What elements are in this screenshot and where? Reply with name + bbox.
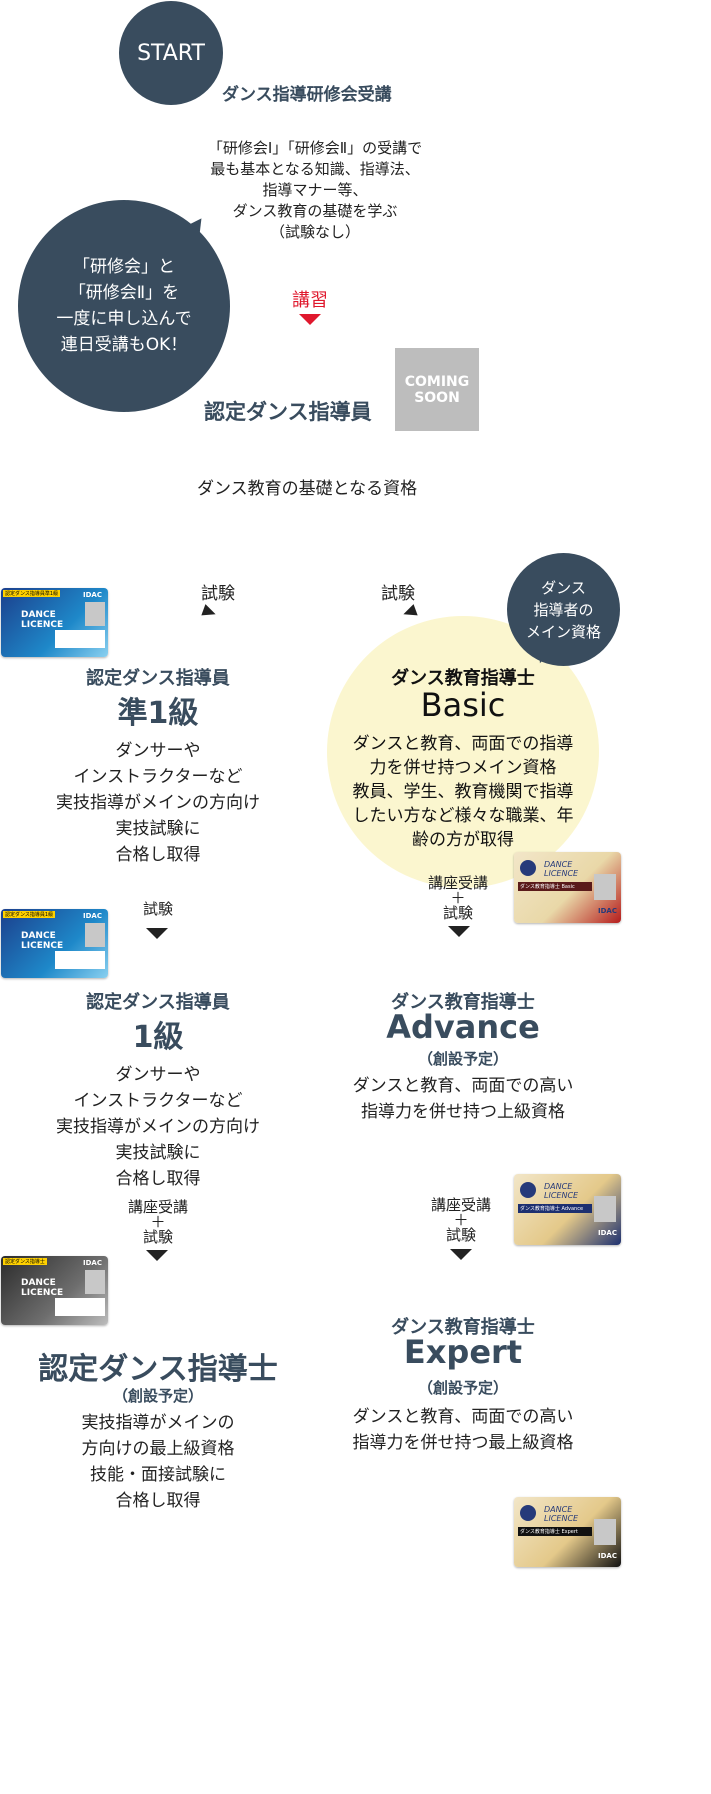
right-step2-arrow-icon xyxy=(450,1249,472,1260)
card-logo: IDAC xyxy=(598,1552,617,1560)
exam-arrow-left-icon xyxy=(201,604,218,620)
card-photo xyxy=(594,1519,616,1545)
card-head: 認定ダンス指導員1級 xyxy=(3,911,56,918)
certified-master-title: 認定ダンス指導士 xyxy=(38,1352,278,1387)
left-step2-label: 講座受講 ＋ 試験 xyxy=(127,1198,188,1246)
right-step1-arrow-icon xyxy=(448,926,470,937)
semi-level1-desc: ダンサーや インストラクターなど 実技指導がメインの方向け 実技試験に 合格し取… xyxy=(56,741,260,865)
card-logo: IDAC xyxy=(83,591,102,599)
expert-note: （創設予定） xyxy=(417,1379,508,1397)
semi-level1-grade: 準1級 xyxy=(117,696,199,731)
level1-desc: ダンサーや インストラクターなど 実技指導がメインの方向け 実技試験に 合格し取… xyxy=(56,1065,260,1189)
card-emblem xyxy=(520,1182,536,1198)
licence-card-certified-master: 認定ダンス指導士 IDAC DANCE LICENCE xyxy=(1,1256,108,1325)
advance-note: （創設予定） xyxy=(417,1050,508,1068)
card-info xyxy=(55,1298,105,1316)
left-step2-arrow-icon xyxy=(146,1250,168,1261)
card-licence: LICENCE xyxy=(21,941,64,951)
right-step2-label: 講座受講 ＋ 試験 xyxy=(430,1196,491,1244)
left-step1-arrow-icon xyxy=(146,928,168,939)
licence-card-advance: DANCE LICENCE ダンス教育指導士 Advance IDAC xyxy=(514,1174,621,1245)
basic-grade: Basic xyxy=(420,686,506,724)
card-band: ダンス教育指導士 Advance xyxy=(518,1204,592,1213)
level1-grade: 1級 xyxy=(132,1020,184,1055)
card-dance: DANCE xyxy=(21,610,56,620)
card-photo xyxy=(85,1270,105,1294)
card-photo xyxy=(85,602,105,626)
card-dance: DANCE xyxy=(21,931,56,941)
expert-title: ダンス教育指導士 xyxy=(391,1317,535,1338)
licence-card-expert: DANCE LICENCE ダンス教育指導士 Expert IDAC xyxy=(514,1497,621,1567)
card-licence: LICENCE xyxy=(544,1191,579,1200)
main-qualification-bubble: ダンス 指導者の メイン資格 xyxy=(507,553,620,666)
card-dance: DANCE xyxy=(544,860,573,869)
card-photo xyxy=(594,874,616,900)
card-dance: DANCE xyxy=(21,1278,56,1288)
advance-title: ダンス教育指導士 xyxy=(391,992,535,1013)
level1-title: 認定ダンス指導員 xyxy=(86,992,230,1013)
certified-instructor-title: 認定ダンス指導員 xyxy=(204,400,372,424)
licence-card-level1-semi: 認定ダンス指導員準1級 IDAC DANCE LICENCE xyxy=(1,588,108,657)
start-label: START xyxy=(137,40,205,66)
basic-title: ダンス教育指導士 xyxy=(391,668,535,689)
card-emblem xyxy=(520,1505,536,1521)
seminar-description: 「研修会Ⅰ」「研修会Ⅱ」の受講で 最も基本となる知識、指導法、 指導マナー等、 … xyxy=(207,139,423,241)
card-dance: DANCE xyxy=(544,1182,573,1191)
card-info xyxy=(55,630,105,648)
card-logo: IDAC xyxy=(83,1259,102,1267)
card-licence: LICENCE xyxy=(544,869,579,878)
start-badge: START xyxy=(119,1,223,105)
card-head: 認定ダンス指導士 xyxy=(3,1258,47,1265)
right-step1-label: 講座受講 ＋ 試験 xyxy=(427,874,488,922)
expert-desc: ダンスと教育、両面での高い 指導力を併せ持つ最上級資格 xyxy=(352,1407,574,1453)
card-logo: IDAC xyxy=(598,907,617,915)
consecutive-bubble-text: 「研修会」と 「研修会Ⅱ」を 一度に申し込んで 連日受講もOK！ xyxy=(56,257,192,355)
card-licence: LICENCE xyxy=(21,1288,64,1298)
licence-card-level1: 認定ダンス指導員1級 IDAC DANCE LICENCE xyxy=(1,909,108,978)
semi-level1-title: 認定ダンス指導員 xyxy=(86,668,230,689)
lecture-arrow-icon xyxy=(299,314,321,325)
card-logo: IDAC xyxy=(598,1229,617,1237)
card-band: ダンス教育指導士 Basic xyxy=(518,882,592,891)
certified-master-desc: 実技指導がメインの 方向けの最上級資格 技能・面接試験に 合格し取得 xyxy=(81,1413,235,1511)
advance-desc: ダンスと教育、両面での高い 指導力を併せ持つ上級資格 xyxy=(352,1076,574,1122)
consecutive-bubble: 「研修会」と 「研修会Ⅱ」を 一度に申し込んで 連日受講もOK！ xyxy=(18,200,230,412)
exam-arrow-right-icon xyxy=(401,604,418,620)
basic-desc: ダンスと教育、両面での指導 力を併せ持つメイン資格 教員、学生、教育機関で指導 … xyxy=(352,734,574,850)
exam-label-right: 試験 xyxy=(381,584,415,604)
card-emblem xyxy=(520,860,536,876)
card-head: 認定ダンス指導員準1級 xyxy=(3,590,61,597)
certified-instructor-desc: ダンス教育の基礎となる資格 xyxy=(197,479,418,499)
card-photo xyxy=(85,923,105,947)
card-logo: IDAC xyxy=(83,912,102,920)
card-photo xyxy=(594,1196,616,1222)
certified-master-note: （創設予定） xyxy=(112,1387,203,1405)
left-step1-label: 試験 xyxy=(142,900,173,918)
main-qualification-bubble-text: ダンス 指導者の メイン資格 xyxy=(525,578,601,641)
exam-label-left: 試験 xyxy=(201,584,235,604)
card-licence: LICENCE xyxy=(21,620,64,630)
card-dance: DANCE xyxy=(544,1505,573,1514)
seminar-heading: ダンス指導研修会受講 xyxy=(222,85,392,105)
expert-grade: Expert xyxy=(403,1333,523,1371)
card-licence: LICENCE xyxy=(544,1514,579,1523)
advance-grade: Advance xyxy=(386,1008,540,1046)
coming-soon-badge: COMING SOON xyxy=(395,348,479,431)
lecture-label: 講習 xyxy=(292,290,328,311)
card-band: ダンス教育指導士 Expert xyxy=(518,1527,592,1536)
card-info xyxy=(55,951,105,969)
licence-card-basic: DANCE LICENCE ダンス教育指導士 Basic IDAC xyxy=(514,852,621,923)
